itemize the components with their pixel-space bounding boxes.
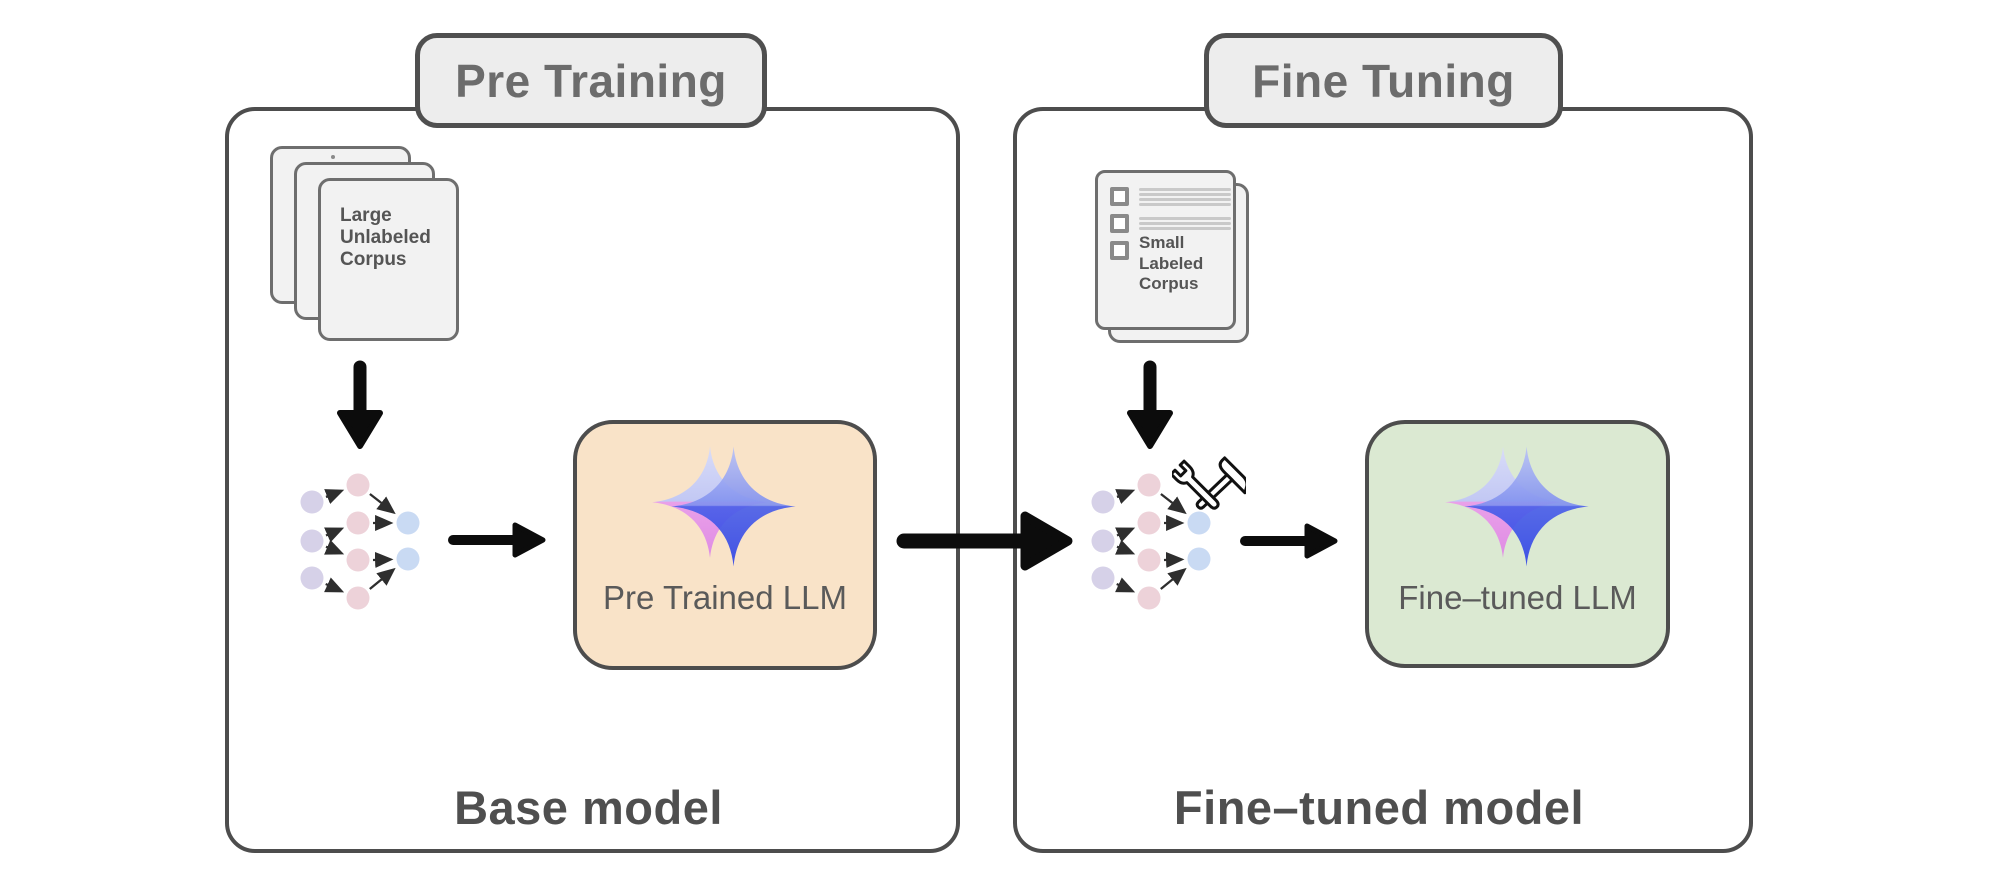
fine-tuning-tag: Fine Tuning xyxy=(1204,33,1563,128)
document-stack-icon: Large Unlabeled Corpus xyxy=(270,146,470,351)
checkbox-icon xyxy=(1110,214,1129,233)
neural-network-icon xyxy=(1091,473,1211,610)
sparkle-icon xyxy=(1444,446,1589,567)
neural-network-icon xyxy=(300,473,420,610)
text-line xyxy=(1139,198,1231,201)
fine-tuning-tag-label: Fine Tuning xyxy=(1252,54,1515,107)
checkbox-icon xyxy=(1110,187,1129,206)
pre-trained-llm-label: Pre Trained LLM xyxy=(603,579,847,616)
wrench-hammer-icon xyxy=(1172,456,1246,510)
right-arrow xyxy=(1240,523,1338,559)
pre-training-tag-label: Pre Training xyxy=(455,54,727,107)
sparkle-icon xyxy=(652,446,796,567)
fine-tuned-llm-box: Fine–tuned LLM xyxy=(1365,420,1670,668)
down-arrow xyxy=(1127,360,1173,449)
text-line xyxy=(1139,217,1231,220)
base-model-caption: Base model xyxy=(454,781,723,834)
dot xyxy=(331,155,335,159)
text-line xyxy=(1139,222,1231,225)
fine-tuned-model-caption: Fine–tuned model xyxy=(1173,781,1585,834)
fine-tuned-llm-label: Fine–tuned LLM xyxy=(1398,579,1637,616)
pre-training-tag: Pre Training xyxy=(415,33,767,128)
small-labeled-corpus-label: Small Labeled Corpus xyxy=(1139,233,1204,294)
large-unlabeled-corpus-label: Large Unlabeled Corpus xyxy=(340,205,431,271)
down-arrow xyxy=(337,360,383,449)
text-line xyxy=(1139,188,1231,191)
checklist-document-icon: Small Labeled Corpus xyxy=(1095,170,1260,350)
text-line xyxy=(1139,227,1231,230)
text-line xyxy=(1139,193,1231,196)
checkbox-icon xyxy=(1110,241,1129,260)
text-line xyxy=(1139,203,1231,206)
document-sheet: Large Unlabeled Corpus xyxy=(318,178,459,341)
flow-arrow xyxy=(896,511,1073,571)
right-arrow xyxy=(448,522,546,558)
pre-trained-llm-box: Pre Trained LLM xyxy=(573,420,877,670)
document-sheet: Small Labeled Corpus xyxy=(1095,170,1236,330)
